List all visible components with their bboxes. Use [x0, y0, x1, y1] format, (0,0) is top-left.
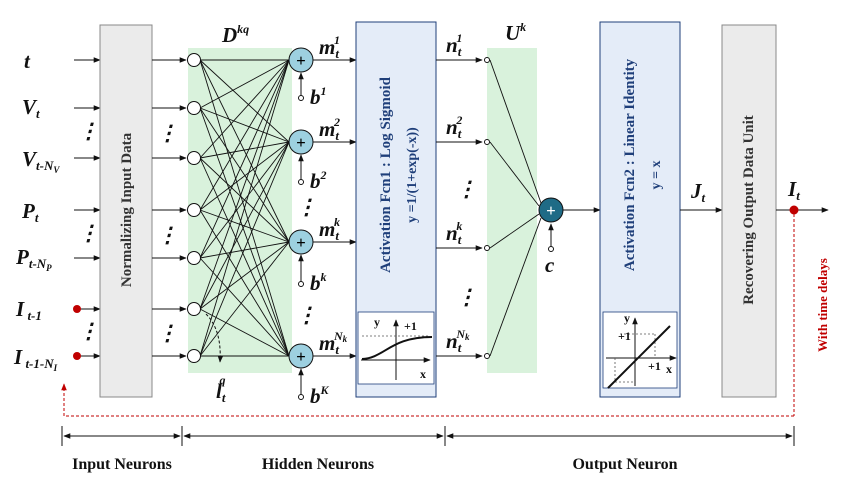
- plus-sign: +: [296, 233, 306, 252]
- input-i-t1-ni: I t-1-NI: [13, 345, 58, 373]
- input-neurons: [187, 53, 201, 363]
- hidden-sum-nodes: + + + +: [288, 47, 314, 369]
- bias-label: b2: [310, 168, 327, 193]
- normalized-arrows: [152, 57, 187, 359]
- feedback-label: With time delays: [815, 258, 830, 352]
- input-i-t1: I t-1: [15, 297, 42, 323]
- section-hidden-label: Hidden Neurons: [262, 456, 374, 473]
- delay-node: [73, 352, 81, 360]
- bias-label: bk: [310, 270, 327, 295]
- tick-label: +1: [404, 319, 417, 333]
- section-output-label: Output Neuron: [572, 456, 677, 473]
- m-label: mtNk: [319, 329, 348, 357]
- tick-label: +1: [618, 329, 631, 343]
- tick-label: +1: [648, 359, 661, 373]
- c-node: [548, 246, 554, 252]
- activation1-title: Activation Fcn1 : Log Sigmoid: [378, 76, 394, 272]
- j-label: Jt: [690, 179, 706, 205]
- axis-y-label: y: [374, 315, 380, 329]
- section-input-label: Input Neurons: [72, 456, 172, 473]
- bias-label: b1: [310, 84, 327, 109]
- input-vt: Vt: [22, 95, 40, 121]
- axis-x-label: x: [666, 362, 672, 376]
- u-connections: [489, 59, 542, 357]
- n-label: ntNk: [446, 327, 470, 355]
- normalizing-label: Normalizing Input Data: [119, 132, 135, 287]
- m-label: mt2: [319, 115, 340, 143]
- activation2-formula: y = x: [649, 161, 664, 190]
- dots-vertical: ⋮: [78, 221, 99, 245]
- activation1-formula: y =1/(1+exp(-x)): [405, 127, 420, 223]
- mid-dots: ⋮ ⋮ ⋮: [157, 121, 178, 345]
- m-label: mt1: [319, 33, 340, 61]
- bias-labels: b1 b2 bk bK: [310, 84, 330, 408]
- section-dimension-lines: [61, 426, 795, 446]
- plus-sign: +: [546, 201, 556, 220]
- weight-band-U: [487, 48, 537, 373]
- delay-node: [73, 305, 81, 313]
- m-arrows: [313, 57, 357, 359]
- recovering-box: [721, 24, 777, 398]
- bias-label: bK: [310, 383, 330, 408]
- m-labels: mt1 mt2 mtk mtNk: [319, 33, 348, 357]
- weight-band-D: [188, 48, 292, 373]
- n-dots: ⋮ ⋮: [456, 177, 477, 309]
- weight-label-d: Dkq: [221, 22, 249, 47]
- dots-vertical: ⋮: [456, 177, 477, 201]
- input-labels: t Vt Vt-NV Pt Pt-NP I t-1 I t-1-NI: [13, 49, 60, 373]
- dots-vertical: ⋮: [78, 319, 99, 343]
- input-t: t: [24, 49, 31, 73]
- plus-sign: +: [296, 347, 306, 366]
- dots-vertical: ⋮: [296, 195, 317, 219]
- linear-plot: y +1 +1 x: [602, 311, 678, 389]
- n-label: ntk: [446, 219, 462, 247]
- n-label: nt1: [446, 31, 462, 59]
- input-dots: ⋮ ⋮ ⋮: [78, 119, 99, 343]
- bias-arrows: [298, 72, 304, 400]
- dots-vertical: ⋮: [157, 121, 178, 145]
- output-label: It: [787, 177, 800, 203]
- n-labels: nt1 nt2 ntk ntNk: [446, 31, 470, 355]
- n-nodes: [484, 57, 490, 359]
- feedback-loop: [61, 214, 795, 417]
- dots-vertical: ⋮: [78, 119, 99, 143]
- plus-sign: +: [296, 51, 306, 70]
- dots-vertical: ⋮: [157, 321, 178, 345]
- n-arrows: [436, 57, 483, 359]
- recovering-label: Recovering Output Data Unit: [741, 115, 757, 305]
- d-connections: [199, 59, 290, 357]
- axis-y-label: y: [624, 311, 630, 325]
- activation2-title: Activation Fcn2 : Linear Identity: [622, 58, 638, 271]
- weight-label-u: Uk: [505, 20, 526, 45]
- dots-vertical: ⋮: [157, 223, 178, 247]
- dots-vertical: ⋮: [296, 303, 317, 327]
- m-label: mtk: [319, 215, 340, 243]
- weight-label-l: ltq: [216, 373, 226, 405]
- output-node: [789, 205, 799, 215]
- sigmoid-plot: y +1 x: [357, 311, 435, 385]
- input-arrows: [74, 57, 101, 359]
- input-pt: Pt: [21, 199, 39, 225]
- c-label: c: [545, 253, 555, 277]
- plus-sign: +: [296, 133, 306, 152]
- lq-pointer: [205, 313, 224, 363]
- sum-dots: ⋮ ⋮: [296, 195, 317, 327]
- input-pt-np: Pt-NP: [15, 245, 52, 273]
- dots-vertical: ⋮: [456, 285, 477, 309]
- input-vt-nv: Vt-NV: [22, 147, 60, 175]
- n-label: nt2: [446, 113, 462, 141]
- axis-x-label: x: [420, 367, 426, 381]
- normalizing-box: [99, 24, 153, 398]
